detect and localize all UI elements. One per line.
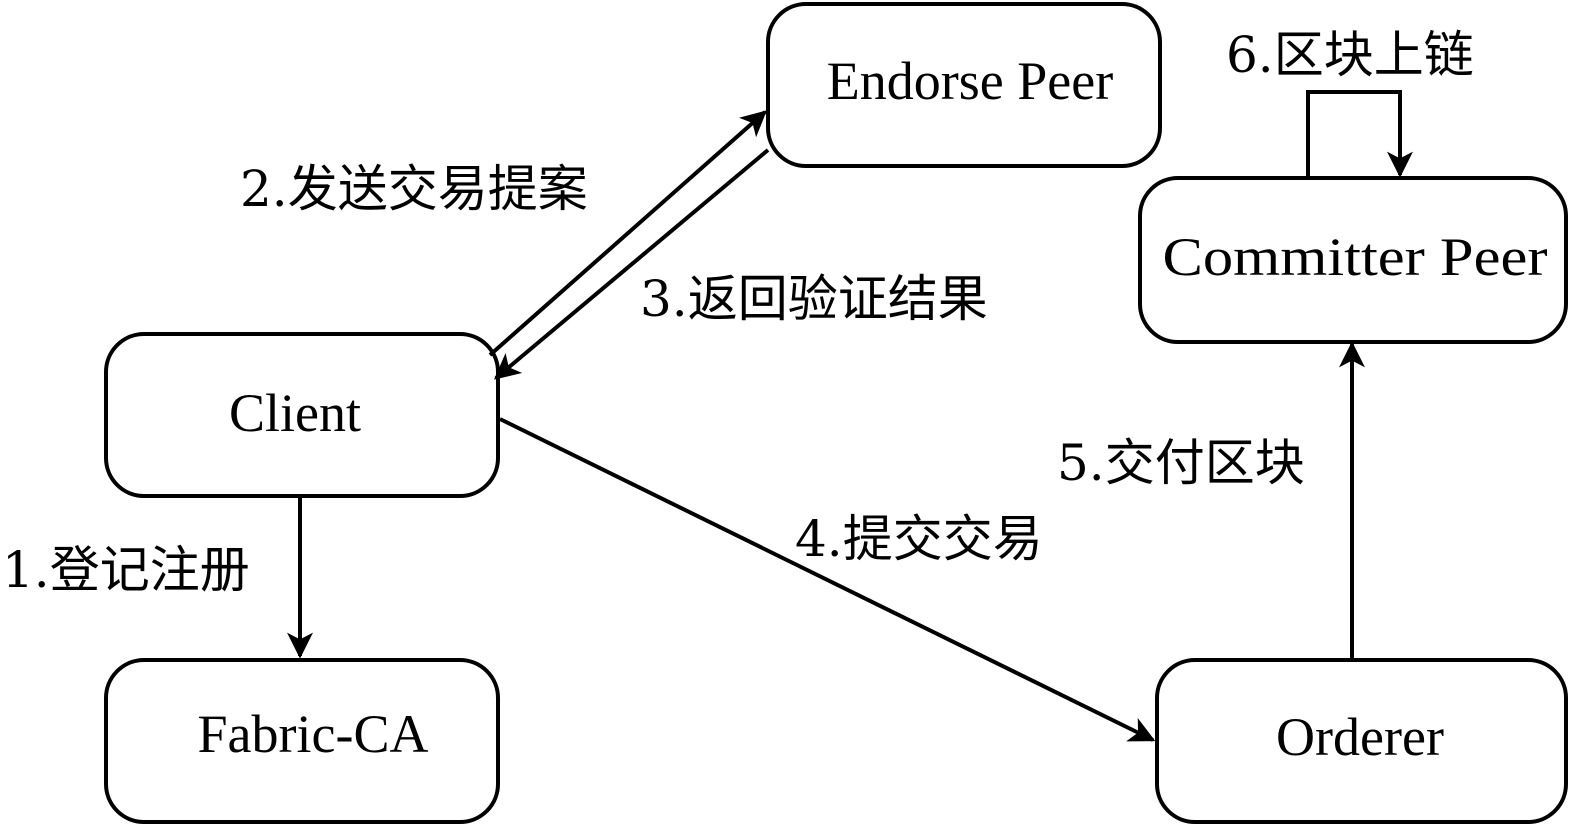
block-on-chain-loop-arrow	[1306, 90, 1413, 178]
send-proposal-label: 2.发送交易提案	[240, 160, 588, 218]
block-on-chain-label: 6.区块上链	[1226, 26, 1474, 84]
orderer-label: Orderer	[1276, 707, 1444, 767]
deliver-block-label: 5.交付区块	[1057, 434, 1305, 492]
client-node: Client	[104, 332, 500, 498]
submit-transaction-label: 4.提交交易	[795, 510, 1043, 568]
send-proposal-arrow	[488, 110, 767, 357]
committer-peer-node: Committer Peer	[1138, 176, 1568, 344]
orderer-node: Orderer	[1155, 658, 1568, 824]
submit-transaction-arrow	[499, 417, 1156, 742]
return-result-arrow	[494, 148, 770, 380]
fabric-ca-label: Fabric-CA	[198, 704, 429, 764]
endorse-peer-label: Endorse Peer	[827, 51, 1113, 111]
committer-peer-label: Committer Peer	[1163, 227, 1548, 287]
return-result-label: 3.返回验证结果	[640, 270, 988, 328]
register-label: 1.登记注册	[2, 541, 250, 599]
client-label: Client	[229, 383, 361, 443]
fabric-ca-node: Fabric-CA	[104, 658, 500, 824]
endorse-peer-node: Endorse Peer	[766, 2, 1162, 168]
